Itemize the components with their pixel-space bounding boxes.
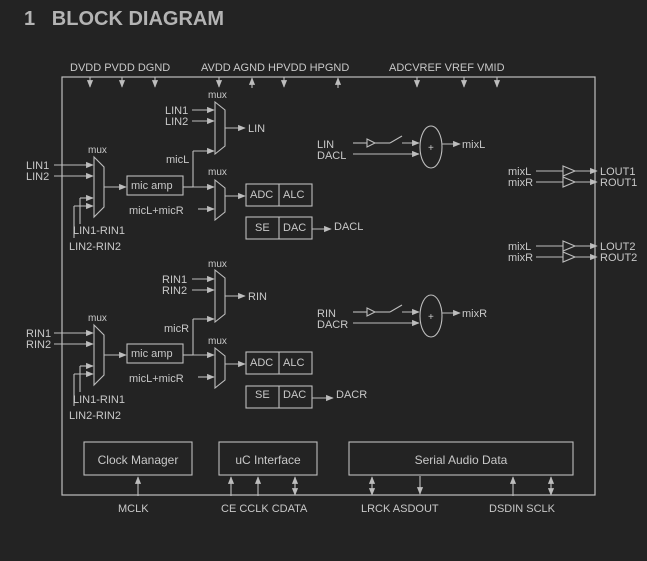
right-mux1-label: mux [88,313,107,324]
right-se-label: SE [255,389,270,401]
left-adc-label: ADC [250,189,273,201]
out2-out-r: ROUT2 [600,252,637,264]
right-output-mixer [419,294,443,338]
right-mux2-label: mux [208,259,227,270]
right-bypass-mux [214,268,226,324]
left-bypass-out: LIN [248,123,265,135]
left-channel: LIN1 LIN2 mux LIN1-RIN1 LIN2-RIN2 mic am… [26,90,485,253]
pin-ce-cclk-cdata: CE CCLK CDATA [221,503,308,515]
serial-audio-block [348,441,574,476]
right-mic-amp-label: mic amp [131,348,173,360]
right-adc-mux [214,346,226,390]
left-bypass-mux [214,100,226,156]
pins-top-left: DVDD PVDD DGND [70,62,170,74]
left-input-mux [93,155,105,219]
chip-frame [61,76,596,496]
right-dac-out: DACR [336,389,367,401]
left-in2-label: LIN2 [26,171,49,183]
pins-top-right: ADCVREF VREF VMID [389,62,505,74]
output-pair-1: mixL mixR LOUT1 ROUT1 [508,165,637,189]
right-mic-amp [126,343,184,364]
out1-in-r: mixR [508,177,533,189]
right-bypass-in1: RIN1 [162,274,187,286]
clock-manager-label: Clock Manager [98,453,179,467]
left-bypass-in2: LIN2 [165,116,188,128]
out2-out-l: LOUT2 [600,241,635,253]
left-diff1-label: LIN1-RIN1 [73,225,125,237]
left-dac-out: DACL [334,221,363,233]
right-diff1-label: LIN1-RIN1 [73,394,125,406]
top-pin-arrows [86,77,501,88]
right-diff2-label: LIN2-RIN2 [69,410,121,422]
clock-manager-block [83,441,193,476]
page-title: 1 BLOCK DIAGRAM [24,8,224,31]
pin-dsdin-sclk: DSDIN SCLK [489,503,556,515]
left-mux3-label: mux [208,167,227,178]
left-mux1-label: mux [88,145,107,156]
lout1-driver [562,165,577,177]
out1-out-r: ROUT1 [600,177,637,189]
left-alc-label: ALC [283,189,304,201]
right-mixer-in2: DACR [317,319,348,331]
right-mixer-symbol: + [428,312,434,323]
right-bypass-in2: RIN2 [162,285,187,297]
uc-interface-block [218,441,318,476]
right-input-mux [93,323,105,387]
lout2-driver [562,240,577,252]
pin-lrck-asdout: LRCK ASDOUT [361,503,439,515]
left-mic-label: micL [166,154,189,166]
left-se-label: SE [255,222,270,234]
pin-mclk: MCLK [118,503,149,515]
left-output-mixer [419,125,443,169]
right-bypass-out: RIN [248,291,267,303]
right-adc-label: ADC [250,357,273,369]
out1-in-l: mixL [508,166,531,178]
left-mixer-in2: DACL [317,150,346,162]
right-mixer-in1: RIN [317,308,336,320]
rout2-driver [562,251,577,263]
right-mic-label: micR [164,323,189,335]
right-channel: RIN1 RIN2 mux LIN1-RIN1 LIN2-RIN2 mic am… [26,259,487,422]
left-mic-amp [126,175,184,196]
uc-interface-label: uC Interface [235,453,301,467]
out2-in-l: mixL [508,241,531,253]
right-alc-label: ALC [283,357,304,369]
serial-audio-label: Serial Audio Data [415,453,508,467]
bottom-pin-arrows [134,476,555,496]
output-pair-2: mixL mixR LOUT2 ROUT2 [508,240,637,264]
left-dac-label: DAC [283,222,306,234]
right-mic-sum-label: micL+micR [129,373,184,385]
heading-text: BLOCK DIAGRAM [51,8,225,30]
left-bypass-in1: LIN1 [165,105,188,117]
left-mixer-out: mixL [462,139,485,151]
left-mic-amp-label: mic amp [131,180,173,192]
pins-top-mid: AVDD AGND HPVDD HPGND [201,62,349,74]
right-dac-label: DAC [283,389,306,401]
right-mux3-label: mux [208,336,227,347]
left-diff2-label: LIN2-RIN2 [69,241,121,253]
left-mixer-symbol: + [428,143,434,154]
left-mux2-label: mux [208,90,227,101]
rout1-driver [562,176,577,188]
left-adc-mux [214,178,226,222]
out2-in-r: mixR [508,252,533,264]
left-in1-label: LIN1 [26,160,49,172]
left-mic-sum-label: micL+micR [129,205,184,217]
right-in2-label: RIN2 [26,339,51,351]
heading-number: 1 [24,8,36,30]
left-mixer-in1: LIN [317,139,334,151]
right-mixer-out: mixR [462,308,487,320]
out1-out-l: LOUT1 [600,166,635,178]
right-in1-label: RIN1 [26,328,51,340]
